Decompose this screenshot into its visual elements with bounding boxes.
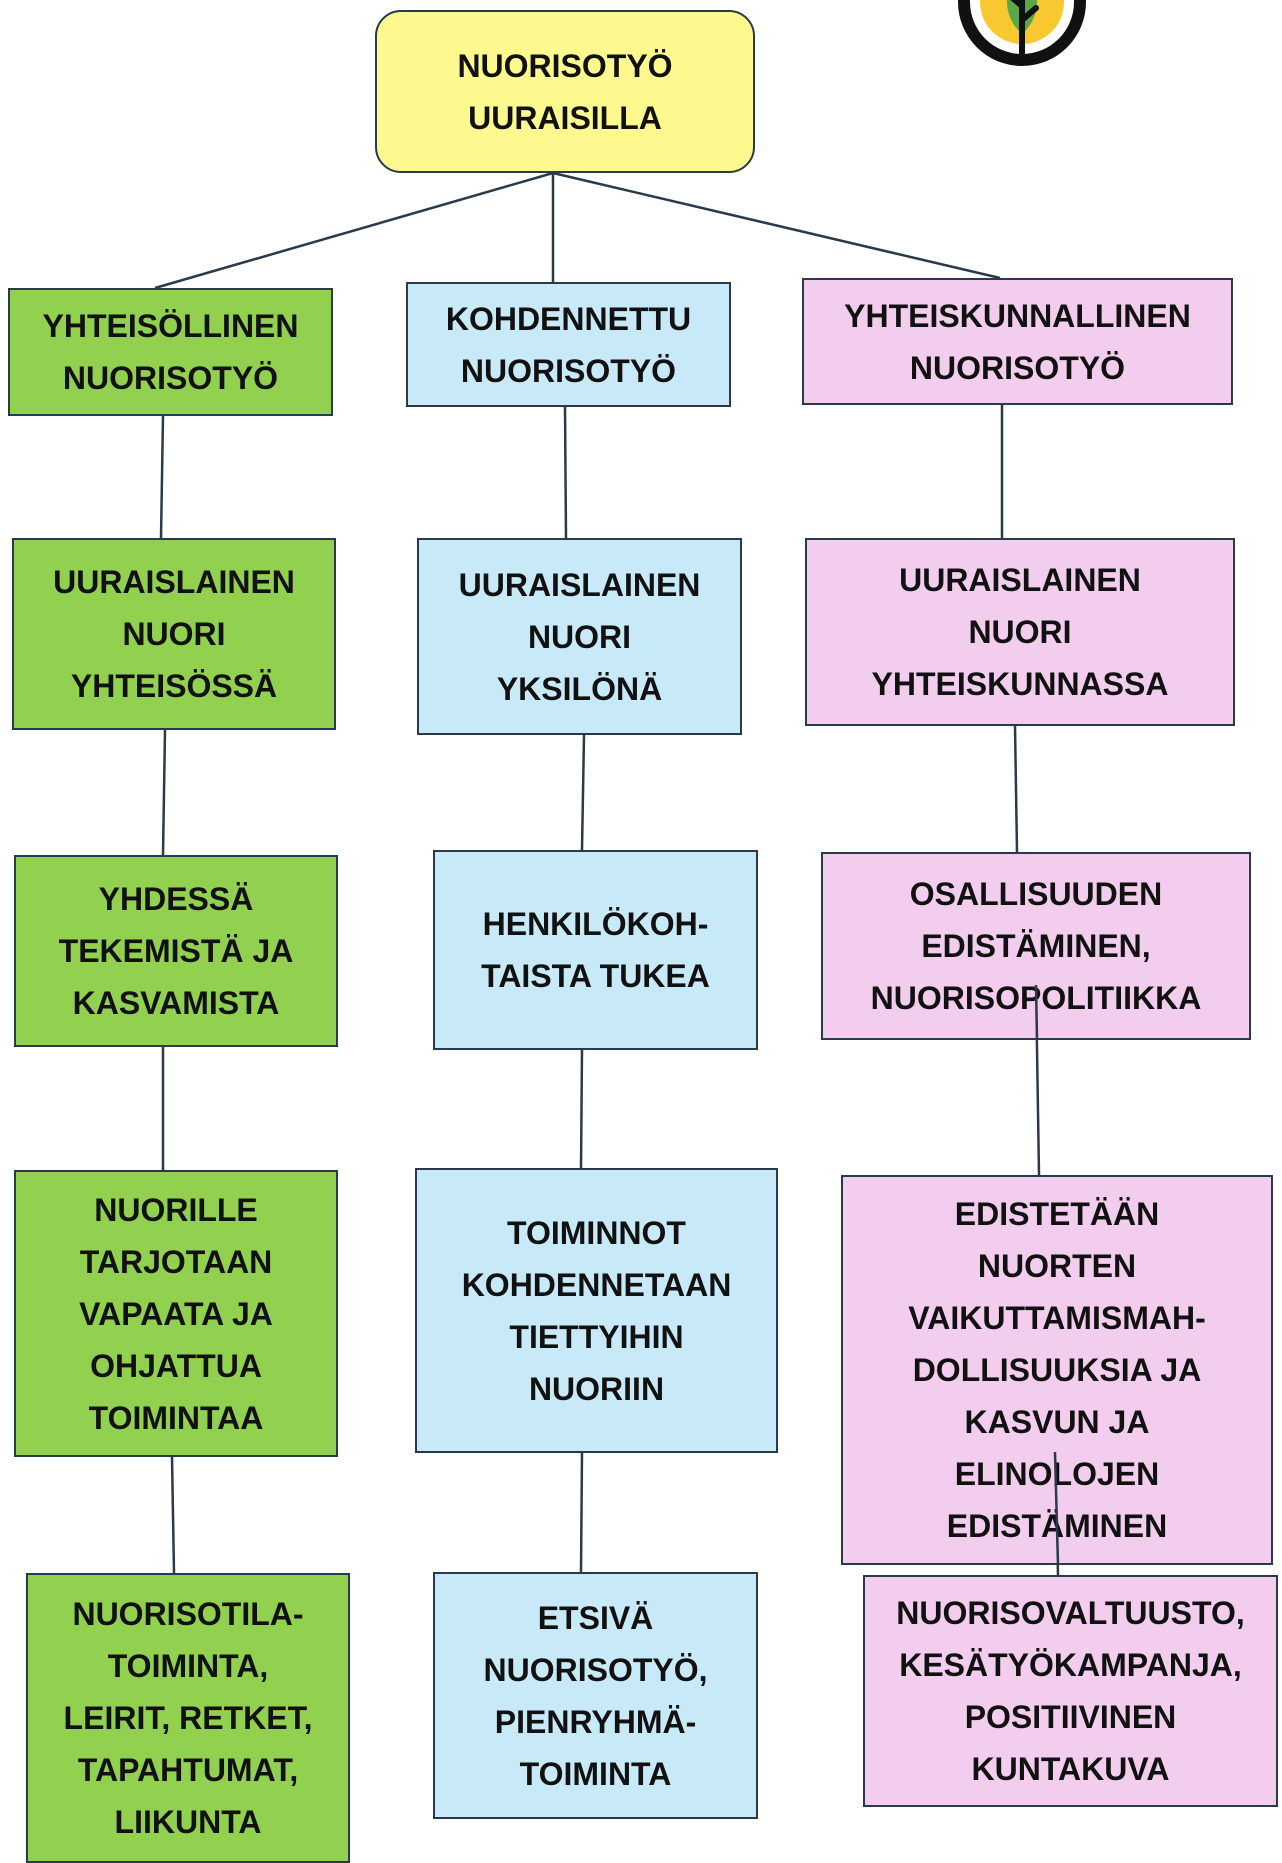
community-header: YHTEISÖLLINEN NUORISOTYÖ bbox=[8, 288, 333, 416]
connector-community-1 bbox=[159, 415, 165, 539]
connector-societal-2 bbox=[1013, 725, 1019, 853]
community-step-3: NUORILLE TARJOTAAN VAPAATA JA OHJATTUA T… bbox=[14, 1170, 338, 1457]
community-step-2: YHDESSÄ TEKEMISTÄ JA KASVAMISTA bbox=[14, 855, 338, 1047]
community-step-4: NUORISOTILA- TOIMINTA, LEIRIT, RETKET, T… bbox=[26, 1573, 350, 1863]
connector-root-societal bbox=[552, 171, 1001, 280]
societal-step-1: UURAISLAINEN NUORI YHTEISKUNNASSA bbox=[805, 538, 1235, 726]
tree-leaf-logo-icon bbox=[958, 0, 1086, 66]
targeted-step-2: HENKILÖKOH- TAISTA TUKEA bbox=[433, 850, 758, 1050]
targeted-header: KOHDENNETTU NUORISOTYÖ bbox=[406, 282, 731, 407]
connector-targeted-3 bbox=[579, 1049, 584, 1169]
societal-step-4: NUORISOVALTUUSTO, KESÄTYÖKAMPANJA, POSIT… bbox=[863, 1575, 1278, 1807]
connector-targeted-4 bbox=[579, 1452, 584, 1573]
targeted-step-1: UURAISLAINEN NUORI YKSILÖNÄ bbox=[417, 538, 742, 735]
connector-targeted-1 bbox=[563, 406, 568, 539]
societal-header: YHTEISKUNNALLINEN NUORISOTYÖ bbox=[802, 278, 1233, 405]
community-step-1: UURAISLAINEN NUORI YHTEISÖSSÄ bbox=[12, 538, 336, 730]
connector-community-4 bbox=[170, 1456, 176, 1574]
connector-root-community bbox=[154, 171, 554, 290]
societal-step-3: EDISTETÄÄN NUORTEN VAIKUTTAMISMAH- DOLLI… bbox=[841, 1175, 1273, 1565]
root-node: NUORISOTYÖ UURAISILLA bbox=[375, 10, 755, 173]
connector-community-2 bbox=[161, 729, 167, 856]
targeted-step-3: TOIMINNOT KOHDENNETAAN TIETTYIHIN NUORII… bbox=[415, 1168, 778, 1453]
targeted-step-4: ETSIVÄ NUORISOTYÖ, PIENRYHMÄ- TOIMINTA bbox=[433, 1572, 758, 1819]
connector-targeted-2 bbox=[580, 734, 586, 851]
societal-step-2: OSALLISUUDEN EDISTÄMINEN, NUORISOPOLITII… bbox=[821, 852, 1251, 1040]
